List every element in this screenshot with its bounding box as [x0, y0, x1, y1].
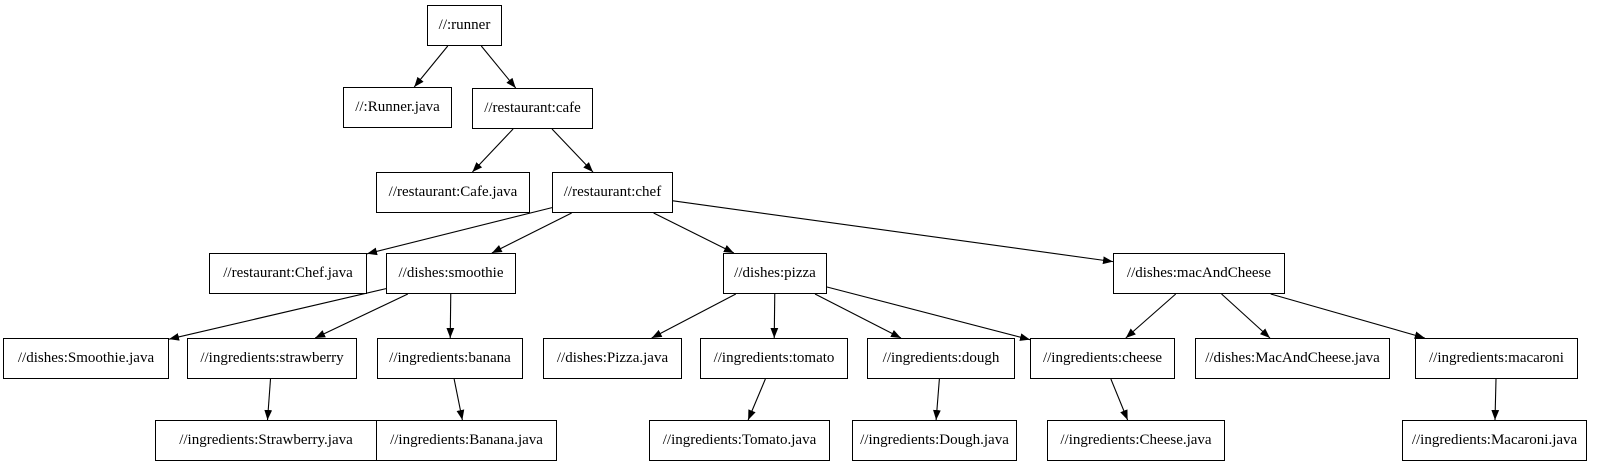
graph-node-runner-java: //:Runner.java: [343, 87, 452, 128]
graph-edge-pizza-to-cheese: [826, 286, 1031, 341]
graph-node-smoothie: //dishes:smoothie: [386, 253, 516, 294]
graph-node-label: //ingredients:banana: [389, 350, 511, 366]
graph-node-label: //ingredients:Strawberry.java: [179, 432, 353, 448]
graph-edge-chef-to-mac-and-cheese: [672, 200, 1114, 265]
graph-edge-cafe-to-cafe-java: [472, 128, 514, 173]
graph-node-cafe: //restaurant:cafe: [472, 88, 593, 129]
graph-node-label: //:runner: [438, 17, 491, 33]
graph-node-label: //dishes:MacAndCheese.java: [1205, 350, 1380, 366]
graph-edge-chef-to-smoothie: [491, 212, 572, 254]
graph-node-banana-java: //ingredients:Banana.java: [376, 420, 557, 461]
graph-node-label: //dishes:Smoothie.java: [17, 350, 155, 366]
graph-edge-chef-to-pizza: [653, 212, 735, 254]
graph-node-dough-java: //ingredients:Dough.java: [852, 420, 1017, 461]
graph-node-smoothie-java: //dishes:Smoothie.java: [3, 338, 169, 379]
graph-edge-pizza-to-tomato: [770, 293, 779, 339]
graph-edge-pizza-to-dough: [814, 293, 902, 339]
graph-node-label: //:Runner.java: [355, 99, 440, 115]
graph-edge-macaroni-to-macaroni-java: [1491, 378, 1500, 421]
graph-edge-smoothie-to-strawberry: [314, 293, 409, 339]
graph-node-label: //restaurant:Cafe.java: [388, 184, 518, 200]
graph-edge-strawberry-to-strawberry-java: [264, 378, 273, 421]
graph-node-label: //restaurant:Chef.java: [223, 265, 353, 281]
graph-node-macaroni-java: //ingredients:Macaroni.java: [1402, 420, 1587, 461]
graph-edge-cafe-to-chef: [551, 128, 594, 173]
graph-node-mac-and-cheese: //dishes:macAndCheese: [1113, 253, 1285, 294]
graph-node-runner: //:runner: [427, 5, 502, 46]
graph-edge-runner-to-cafe: [480, 45, 517, 89]
graph-edge-smoothie-to-banana: [446, 293, 455, 339]
graph-node-dough: //ingredients:dough: [867, 338, 1015, 379]
graph-node-label: //ingredients:Macaroni.java: [1411, 432, 1578, 448]
graph-edge-smoothie-to-smoothie-java: [168, 288, 387, 341]
graph-node-tomato-java: //ingredients:Tomato.java: [649, 420, 830, 461]
graph-node-label: //ingredients:macaroni: [1429, 350, 1564, 366]
graph-edge-mac-and-cheese-to-cheese: [1125, 293, 1177, 339]
graph-node-mac-java: //dishes:MacAndCheese.java: [1195, 338, 1390, 379]
graph-node-label: //dishes:Pizza.java: [556, 350, 669, 366]
graph-node-chef-java: //restaurant:Chef.java: [209, 253, 367, 294]
graph-node-cheese: //ingredients:cheese: [1030, 338, 1175, 379]
graph-node-banana: //ingredients:banana: [377, 338, 523, 379]
graph-node-label: //ingredients:dough: [882, 350, 1000, 366]
graph-node-label: //dishes:smoothie: [398, 265, 504, 281]
graph-node-strawberry: //ingredients:strawberry: [187, 338, 357, 379]
graph-node-label: //restaurant:cafe: [484, 100, 581, 116]
graph-edge-chef-to-chef-java: [366, 207, 553, 256]
graph-edge-banana-to-banana-java: [453, 378, 465, 421]
graph-node-label: //ingredients:Dough.java: [860, 432, 1009, 448]
graph-node-label: //restaurant:chef: [563, 184, 662, 200]
graph-node-chef: //restaurant:chef: [552, 172, 673, 213]
graph-node-label: //dishes:macAndCheese: [1126, 265, 1272, 281]
graph-node-label: //ingredients:Banana.java: [390, 432, 543, 448]
graph-node-strawberry-java: //ingredients:Strawberry.java: [155, 420, 377, 461]
graph-edge-mac-and-cheese-to-macaroni: [1270, 293, 1425, 340]
graph-edge-runner-to-runner-java: [413, 45, 449, 88]
graph-node-cheese-java: //ingredients:Cheese.java: [1047, 420, 1225, 461]
graph-edge-mac-and-cheese-to-mac-java: [1221, 293, 1271, 339]
graph-node-pizza: //dishes:pizza: [723, 253, 827, 294]
graph-node-label: //ingredients:cheese: [1042, 350, 1163, 366]
graph-node-label: //ingredients:Tomato.java: [662, 432, 817, 448]
graph-node-label: //ingredients:strawberry: [200, 350, 344, 366]
graph-node-pizza-java: //dishes:Pizza.java: [543, 338, 682, 379]
graph-node-macaroni: //ingredients:macaroni: [1415, 338, 1578, 379]
graph-node-tomato: //ingredients:tomato: [700, 338, 848, 379]
graph-node-label: //ingredients:tomato: [713, 350, 835, 366]
graph-node-cafe-java: //restaurant:Cafe.java: [376, 172, 530, 213]
graph-node-label: //dishes:pizza: [734, 265, 816, 281]
graph-edge-cheese-to-cheese-java: [1110, 378, 1129, 421]
graph-edge-dough-to-dough-java: [933, 378, 941, 421]
graph-edge-pizza-to-pizza-java: [651, 293, 737, 339]
graph-node-label: //ingredients:Cheese.java: [1060, 432, 1212, 448]
graph-edge-tomato-to-tomato-java: [747, 378, 766, 421]
